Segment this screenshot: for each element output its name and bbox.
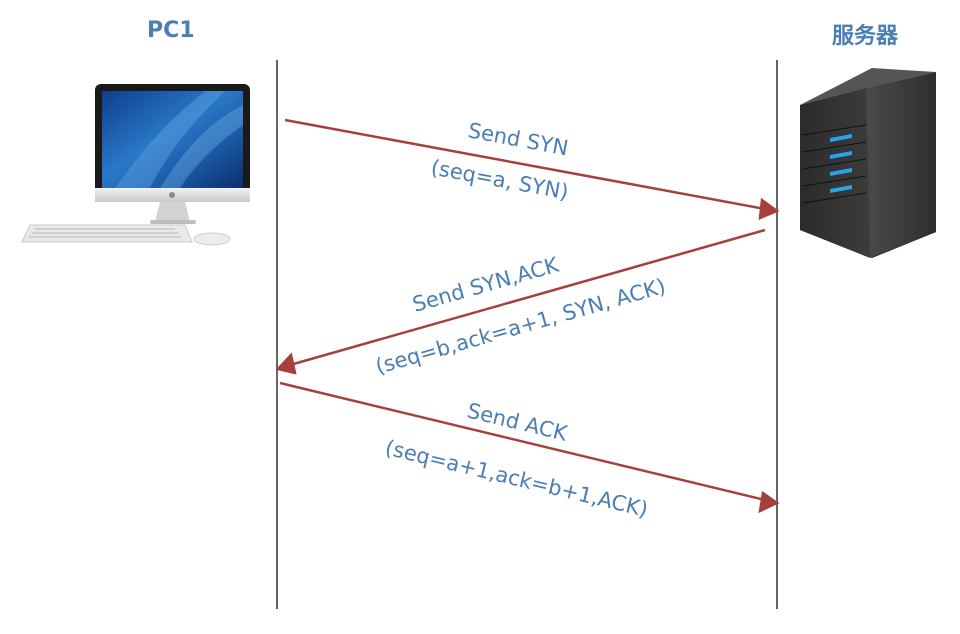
message-1-title: Send SYN (466, 118, 570, 160)
message-arrow-1 (284, 118, 766, 211)
message-2-params: (seq=b,ack=a+1, SYN, ACK) (373, 274, 668, 379)
arrowhead-3 (758, 490, 780, 514)
server-title: 服务器 (832, 24, 899, 49)
arrowhead-2 (275, 352, 297, 375)
message-1-params: (seq=a, SYN) (429, 155, 570, 204)
message-3-params: (seq=a+1,ack=b+1,ACK) (383, 436, 650, 522)
tower-server-icon (800, 68, 936, 258)
message-arrow-3 (279, 381, 766, 502)
message-arrow-2 (289, 228, 766, 367)
imac-computer-icon (21, 84, 250, 246)
pc1-title: PC1 (147, 18, 195, 43)
message-2-title: Send SYN,ACK (410, 252, 563, 316)
message-3-title: Send ACK (465, 399, 571, 446)
arrowhead-1 (758, 197, 780, 220)
